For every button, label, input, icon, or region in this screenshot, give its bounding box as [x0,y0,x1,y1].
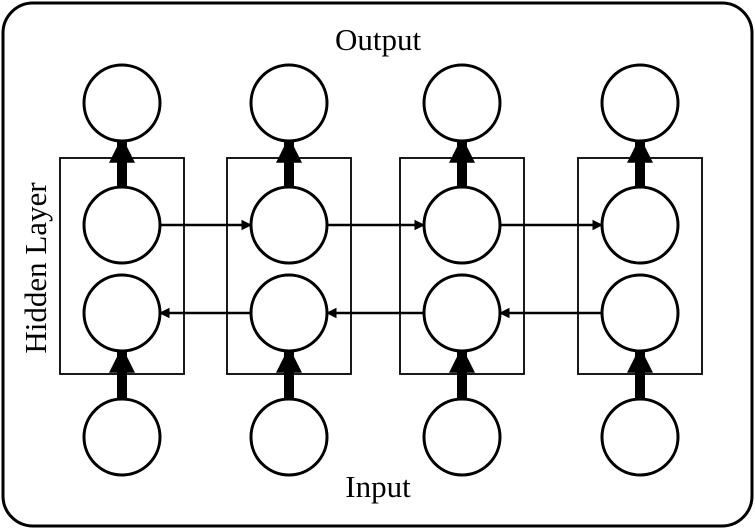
output-node-4 [600,63,680,143]
output-node-3 [422,63,502,143]
backward-node-3 [422,273,502,353]
backward-node-2 [249,273,329,353]
input-node-3 [422,397,502,477]
network-nodes [82,63,680,477]
output-node-2 [249,63,329,143]
input-node-2 [249,397,329,477]
forward-node-1 [82,185,162,265]
connection-arrows [109,136,653,399]
input-node-1 [82,397,162,477]
forward-node-3 [422,185,502,265]
backward-node-1 [82,273,162,353]
output-label: Output [335,22,422,57]
forward-node-4 [600,185,680,265]
input-label: Input [345,469,411,504]
forward-node-2 [249,185,329,265]
input-node-4 [600,397,680,477]
backward-node-4 [600,273,680,353]
hidden-layer-label: Hidden Layer [18,182,53,354]
output-node-1 [82,63,162,143]
